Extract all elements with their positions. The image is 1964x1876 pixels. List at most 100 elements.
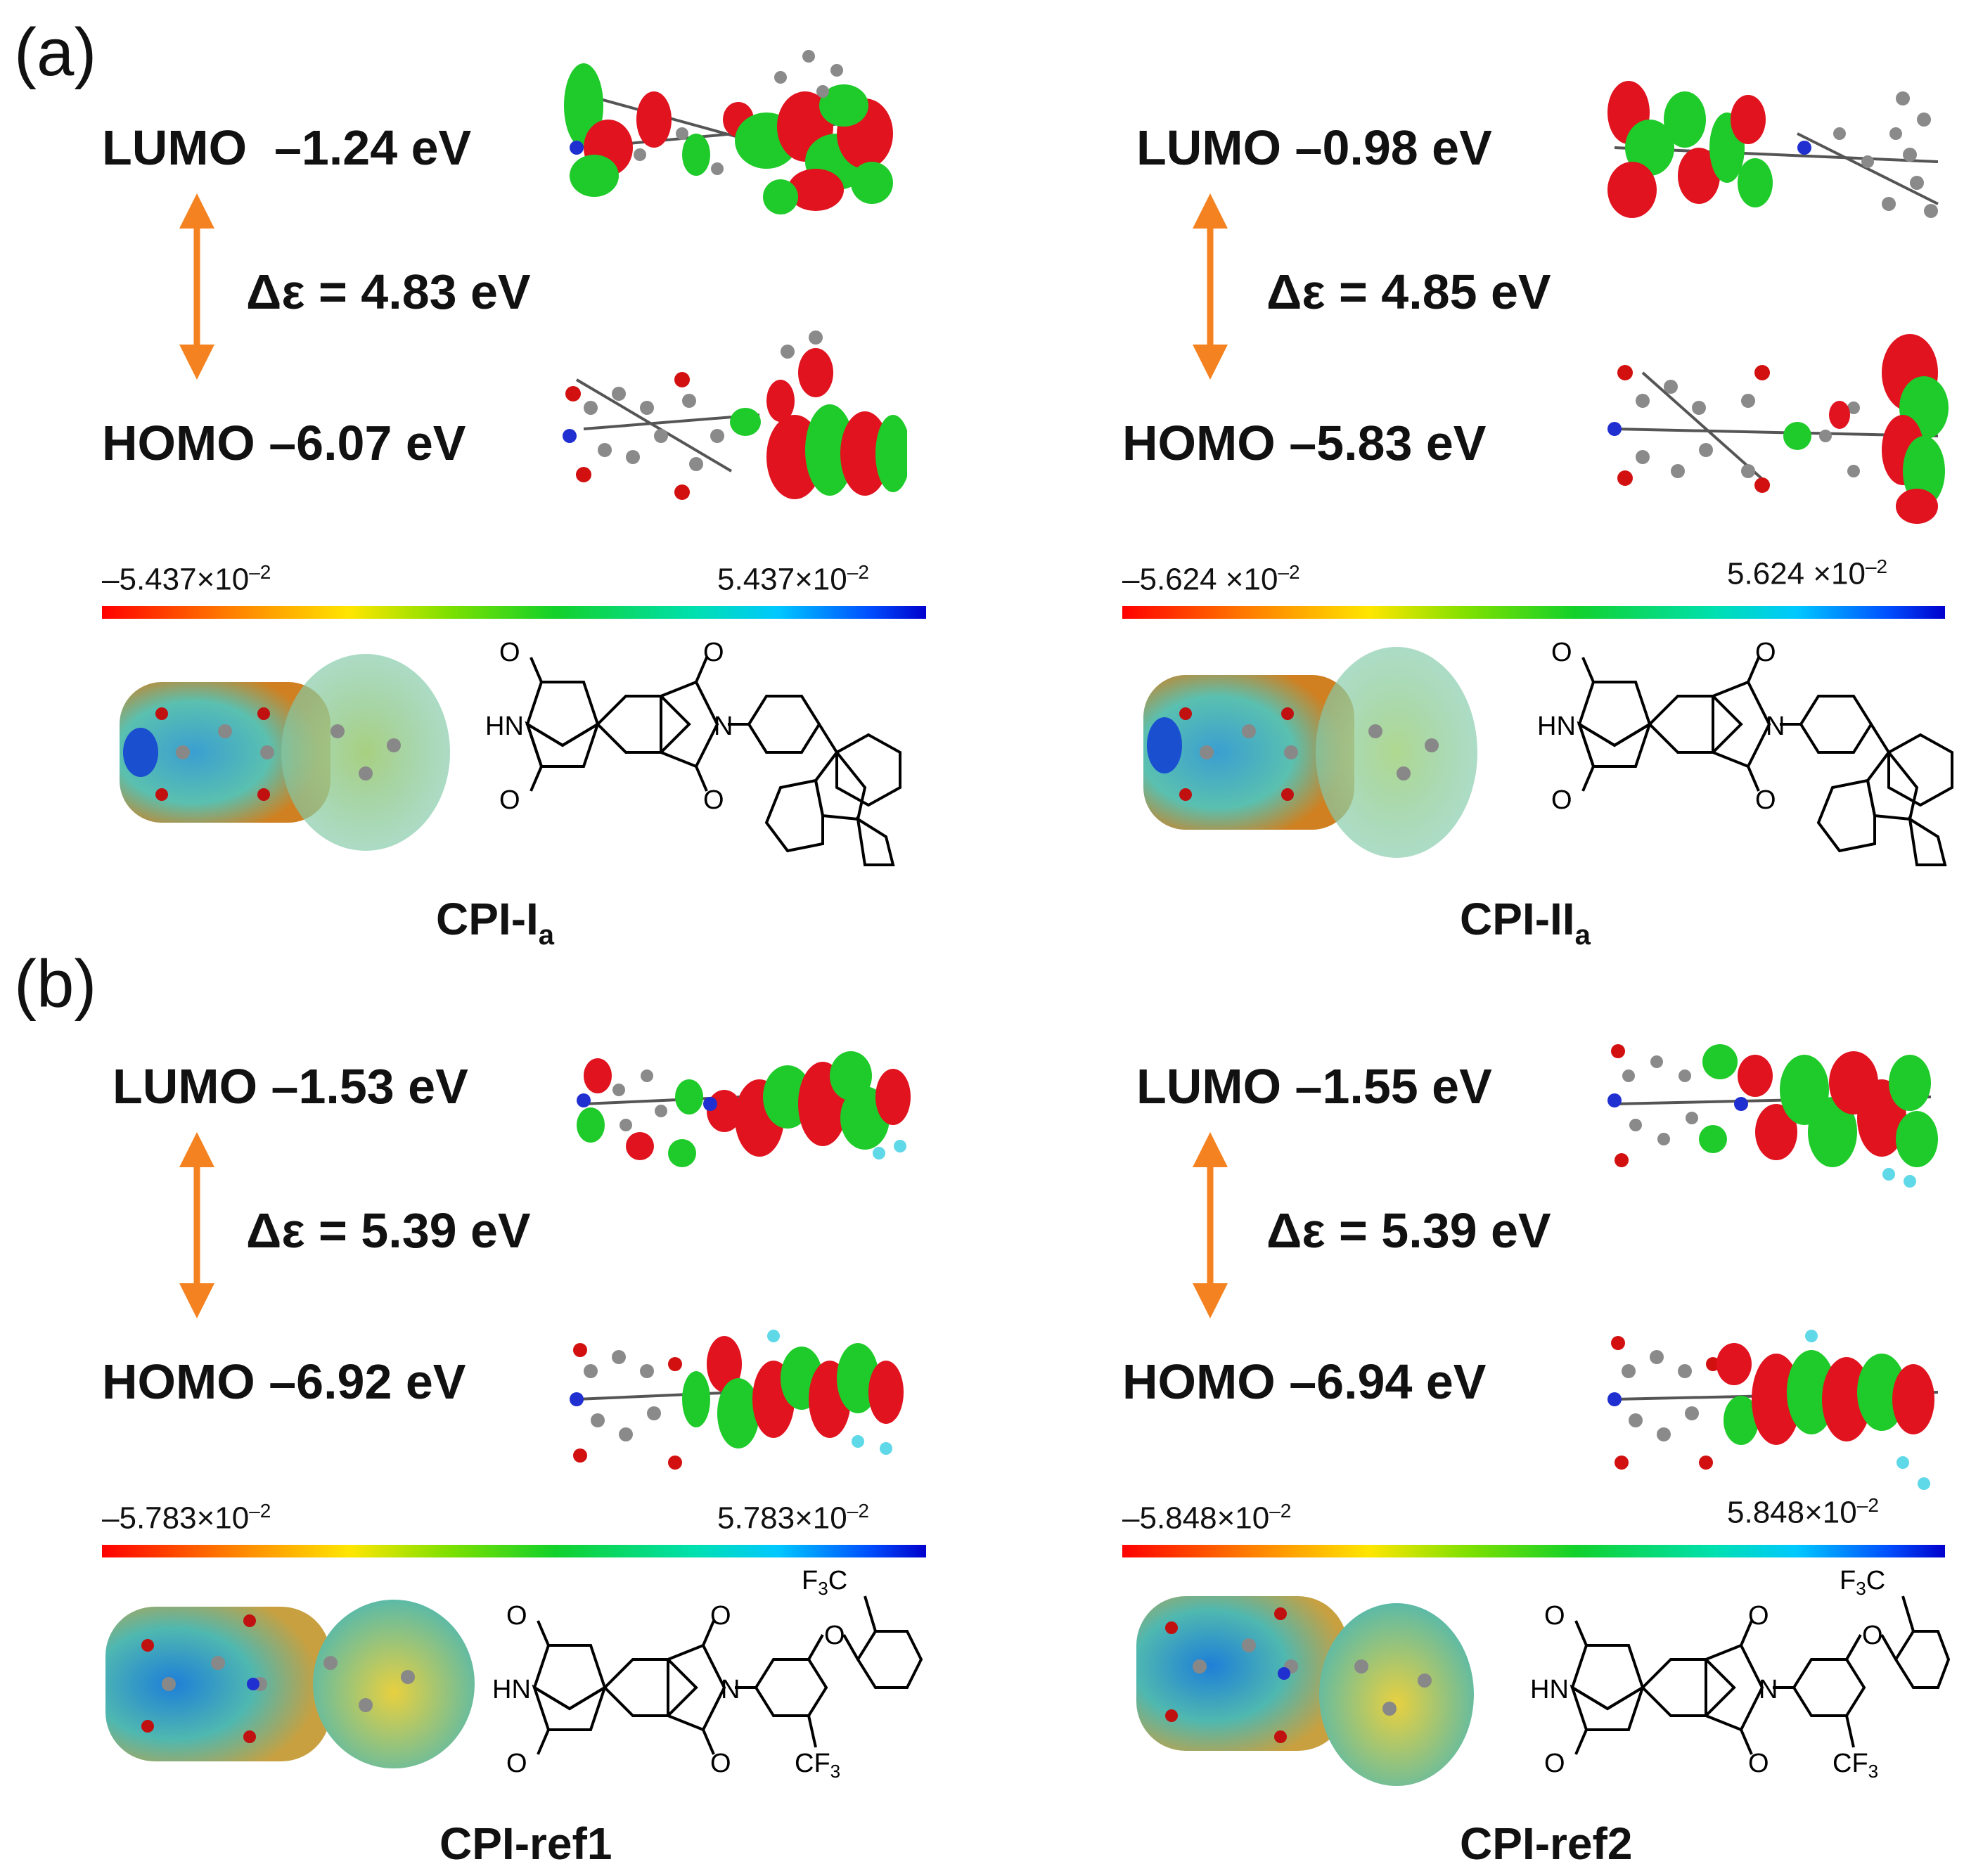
column-cpi-iia: LUMO –0.98 eV Δε = 4.85 eV HOMO –5.83 eV… — [982, 0, 1963, 951]
compound-label: CPI-IIa — [1460, 894, 1591, 951]
lumo-label: LUMO — [1136, 120, 1282, 175]
lumo-orbital-image — [1607, 1044, 1938, 1188]
svg-text:N: N — [714, 712, 733, 741]
homo-orbital-image — [563, 330, 907, 500]
svg-text:O: O — [1748, 1601, 1769, 1631]
chemical-structure: O O HN O O N — [485, 640, 901, 866]
gap-double-arrow — [1193, 1132, 1228, 1318]
svg-text:O: O — [1748, 1749, 1769, 1778]
panel-a-label: (a) — [14, 15, 97, 90]
homo-label: HOMO — [1122, 416, 1276, 470]
lumo-label: LUMO — [102, 120, 248, 175]
energy-gap: Δε = 5.39 eV — [1266, 1203, 1551, 1258]
esp-color-scale — [102, 1545, 926, 1557]
esp-surface-image — [1143, 647, 1477, 858]
svg-text:O: O — [1755, 640, 1776, 667]
svg-text:O: O — [506, 1749, 527, 1778]
lumo-value: –1.55 eV — [1295, 1059, 1492, 1114]
column-cpi-ref2: LUMO –1.55 eV Δε = 5.39 eV HOMO –6.94 eV… — [982, 942, 1963, 1869]
svg-text:N: N — [1759, 1675, 1778, 1704]
esp-surface-image — [1136, 1596, 1474, 1786]
energy-gap: Δε = 5.39 eV — [246, 1203, 531, 1258]
column-cpi-ref1: LUMO –1.53 eV Δε = 5.39 eV HOMO –6.92 eV… — [0, 942, 982, 1869]
lumo-level: LUMO –1.55 eV — [1136, 1058, 1492, 1114]
gap-double-arrow — [1193, 193, 1228, 380]
svg-text:O: O — [1862, 1621, 1883, 1650]
homo-level: HOMO –6.92 eV — [102, 1354, 466, 1410]
homo-orbital-image — [1607, 1330, 1939, 1490]
gap-double-arrow — [179, 193, 214, 380]
lumo-orbital-image — [564, 50, 893, 214]
lumo-value: –1.24 eV — [274, 120, 472, 175]
homo-value: –6.07 eV — [269, 416, 466, 470]
lumo-level: LUMO –0.98 eV — [1136, 120, 1492, 176]
svg-text:O: O — [1544, 1749, 1565, 1778]
lumo-orbital-image — [577, 1051, 911, 1167]
compound-label: CPI-ref2 — [1460, 1818, 1633, 1869]
svg-text:O: O — [1544, 1601, 1565, 1631]
energy-gap: Δε = 4.85 eV — [1266, 264, 1551, 319]
scale-min-label: –5.848×10–2 — [1122, 1500, 1292, 1536]
homo-level: HOMO –6.94 eV — [1122, 1354, 1486, 1410]
lumo-orbital-image — [1607, 81, 1939, 218]
lumo-label: LUMO — [113, 1059, 258, 1114]
homo-label: HOMO — [102, 1354, 255, 1409]
lumo-level: LUMO –1.24 eV — [102, 120, 471, 176]
chemical-structure: O O HN O O N — [1537, 640, 1953, 866]
structure-hn-label: HN — [1537, 712, 1576, 741]
svg-text:O: O — [703, 785, 724, 815]
compound-label: CPI-Ia — [436, 894, 555, 951]
structure-hn-label: HN — [1530, 1675, 1569, 1704]
svg-text:N: N — [1766, 712, 1785, 741]
svg-text:O: O — [824, 1621, 845, 1650]
homo-orbital-image — [1607, 334, 1949, 524]
homo-value: –6.94 eV — [1289, 1354, 1487, 1409]
lumo-label: LUMO — [1136, 1059, 1282, 1114]
cf3-label: CF3 — [795, 1749, 840, 1782]
column-cpi-ia: LUMO –1.24 eV Δε = 4.83 eV HOMO –6.07 eV… — [0, 0, 982, 951]
esp-color-scale — [102, 606, 926, 619]
lumo-level: LUMO –1.53 eV — [113, 1058, 468, 1114]
homo-level: HOMO –5.83 eV — [1122, 415, 1486, 471]
scale-max-label: 5.624 ×10–2 — [1727, 555, 1888, 591]
esp-color-scale — [1122, 1545, 1945, 1557]
svg-text:O: O — [1755, 785, 1776, 815]
scale-min-label: –5.783×10–2 — [102, 1500, 271, 1536]
esp-color-scale — [1122, 606, 1945, 619]
homo-value: –5.83 eV — [1289, 416, 1487, 470]
svg-text:O: O — [506, 1601, 527, 1631]
structure-hn-label: HN — [492, 1675, 531, 1704]
chemical-structure: O O HN O O N O F3C CF3 — [1530, 1566, 1951, 1782]
svg-text:O: O — [710, 1601, 731, 1631]
svg-text:O: O — [710, 1749, 731, 1778]
scale-max-label: 5.437×10–2 — [717, 561, 869, 597]
svg-text:O: O — [1551, 640, 1572, 667]
esp-surface-image — [105, 1600, 475, 1768]
f3c-label: F3C — [802, 1566, 847, 1599]
svg-text:O: O — [499, 785, 520, 815]
compound-label: CPI-ref1 — [439, 1818, 612, 1869]
f3c-label: F3C — [1840, 1566, 1885, 1599]
scale-max-label: 5.783×10–2 — [717, 1500, 869, 1536]
homo-label: HOMO — [102, 416, 255, 470]
chemical-structure: O O HN O O N O F3C CF3 — [492, 1566, 923, 1782]
scale-min-label: –5.624 ×10–2 — [1122, 561, 1300, 597]
panel-b-label: (b) — [14, 946, 97, 1022]
homo-orbital-image — [570, 1330, 904, 1470]
lumo-value: –1.53 eV — [271, 1059, 468, 1114]
scale-max-label: 5.848×10–2 — [1727, 1494, 1879, 1530]
gap-double-arrow — [179, 1132, 214, 1318]
energy-gap: Δε = 4.83 eV — [246, 264, 531, 319]
svg-text:O: O — [703, 640, 724, 667]
cf3-label: CF3 — [1833, 1749, 1878, 1782]
esp-surface-image — [120, 654, 450, 851]
svg-text:N: N — [721, 1675, 740, 1704]
homo-value: –6.92 eV — [269, 1354, 466, 1409]
scale-min-label: –5.437×10–2 — [102, 561, 271, 597]
svg-text:O: O — [1551, 785, 1572, 815]
homo-label: HOMO — [1122, 1354, 1276, 1409]
lumo-value: –0.98 eV — [1295, 120, 1492, 175]
structure-hn-label: HN — [485, 712, 524, 741]
svg-text:O: O — [499, 640, 520, 667]
homo-level: HOMO –6.07 eV — [102, 415, 466, 471]
